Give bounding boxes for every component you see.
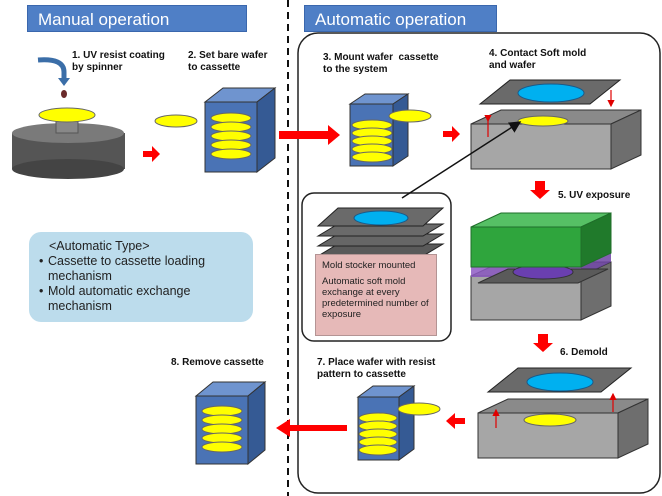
flow-arrow-icon — [279, 125, 340, 145]
mold-stocker-note: Mold stocker mounted Automatic soft mold… — [315, 254, 437, 336]
mold-stack-illustration — [316, 207, 445, 257]
resist-drop-icon — [61, 90, 67, 98]
wafer-icon — [38, 107, 96, 123]
list-item: Mold automatic exchange mechanism — [39, 284, 243, 314]
mold-stocker-line: Mold stocker mounted — [322, 260, 416, 271]
automatic-operation-header: Automatic operation — [304, 5, 497, 32]
wafer-icon — [154, 114, 198, 128]
step-7-label: 7. Place wafer with resist pattern to ca… — [317, 357, 436, 380]
contact-illustration — [470, 79, 642, 170]
automatic-frame — [297, 32, 661, 494]
step-4-label: 4. Contact Soft mold and wafer — [489, 48, 587, 71]
cassette-illustration — [356, 385, 441, 461]
step-6-label: 6. Demold — [560, 347, 608, 358]
flow-arrow-icon — [530, 181, 550, 199]
automatic-type-title: <Automatic Type> — [49, 239, 150, 253]
cassette-illustration — [194, 380, 267, 466]
flow-arrow-icon — [533, 334, 553, 352]
step-2-label: 2. Set bare wafer to cassette — [188, 50, 268, 73]
demold-illustration — [477, 367, 649, 459]
mold-pattern-icon — [526, 372, 594, 392]
flow-arrow-icon — [143, 146, 160, 162]
step-5-label: 5. UV exposure — [558, 190, 631, 201]
flow-arrow-icon — [276, 419, 347, 437]
mold-pattern-icon — [517, 83, 585, 103]
wafer-icon — [523, 413, 577, 427]
cassette-illustration — [203, 86, 277, 174]
automatic-type-list: Cassette to cassette loading mechanism M… — [39, 254, 243, 314]
flow-arrow-icon — [446, 413, 465, 429]
step-8-label: 8. Remove cassette — [171, 357, 264, 368]
mold-exchange-line: Automatic soft mold exchange at every pr… — [322, 276, 429, 320]
wafer-icon — [517, 115, 569, 127]
list-item: Cassette to cassette loading mechanism — [39, 254, 243, 284]
uv-exposure-illustration — [470, 212, 612, 321]
spinner-illustration — [12, 57, 125, 179]
cassette-illustration — [348, 93, 432, 167]
step-1-label: 1. UV resist coating by spinner — [72, 50, 165, 73]
step-3-label: 3. Mount wafer cassette to the system — [323, 52, 439, 75]
automatic-type-box: <Automatic Type> Cassette to cassette lo… — [29, 232, 253, 322]
flow-arrow-icon — [443, 126, 460, 142]
mold-transfer-arrow — [401, 121, 522, 199]
manual-operation-header: Manual operation — [27, 5, 247, 32]
drop-arrow-icon — [37, 57, 67, 80]
